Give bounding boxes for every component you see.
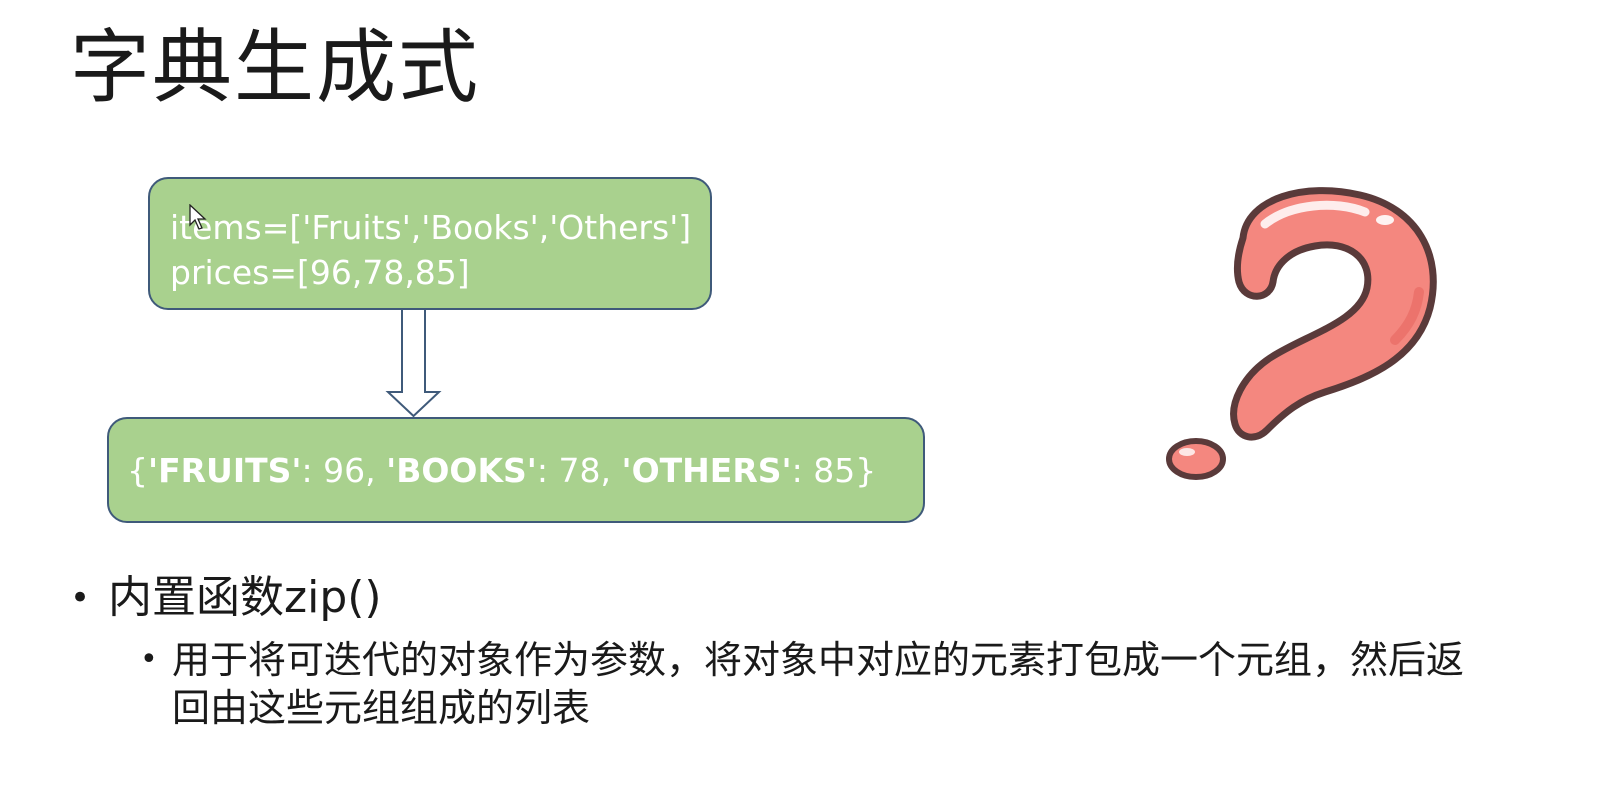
dict-brace-open: {: [127, 451, 148, 490]
dict-result-line: {'FRUITS': 96, 'BOOKS': 78, 'OTHERS': 85…: [127, 451, 876, 490]
slide-title: 字典生成式: [70, 18, 480, 118]
sub-bullet-dot-icon: •: [140, 636, 158, 684]
bullet-item-zip: • 内置函数zip(): [70, 568, 1492, 628]
question-mark-icon: [1155, 180, 1455, 500]
sub-bullet-item: • 用于将可迭代的对象作为参数，将对象中对应的元素打包成一个元组，然后返回由这些…: [140, 636, 1492, 732]
down-arrow-icon: [385, 308, 443, 420]
dict-value-books: : 78,: [537, 451, 622, 490]
bullet-dot-icon: •: [70, 568, 90, 628]
input-code-box: items=['Fruits','Books','Others'] prices…: [148, 177, 712, 310]
sub-bullet-text: 用于将可迭代的对象作为参数，将对象中对应的元素打包成一个元组，然后返回由这些元组…: [172, 638, 1464, 730]
dict-value-fruits: : 96,: [302, 451, 387, 490]
dict-key-fruits: 'FRUITS': [148, 451, 302, 490]
output-dict-box: {'FRUITS': 96, 'BOOKS': 78, 'OTHERS': 85…: [107, 417, 925, 523]
dict-key-books: 'BOOKS': [386, 451, 537, 490]
bullet-text-zip: 内置函数zip(): [108, 572, 382, 623]
bullet-list: • 内置函数zip() • 用于将可迭代的对象作为参数，将对象中对应的元素打包成…: [70, 568, 1492, 732]
dict-brace-close: }: [855, 451, 876, 490]
prices-code-line: prices=[96,78,85]: [170, 250, 710, 295]
items-code-line: items=['Fruits','Books','Others']: [170, 205, 710, 250]
mouse-cursor-icon: [189, 204, 209, 232]
dict-value-others: : 85: [792, 451, 856, 490]
dict-key-others: 'OTHERS': [622, 451, 792, 490]
